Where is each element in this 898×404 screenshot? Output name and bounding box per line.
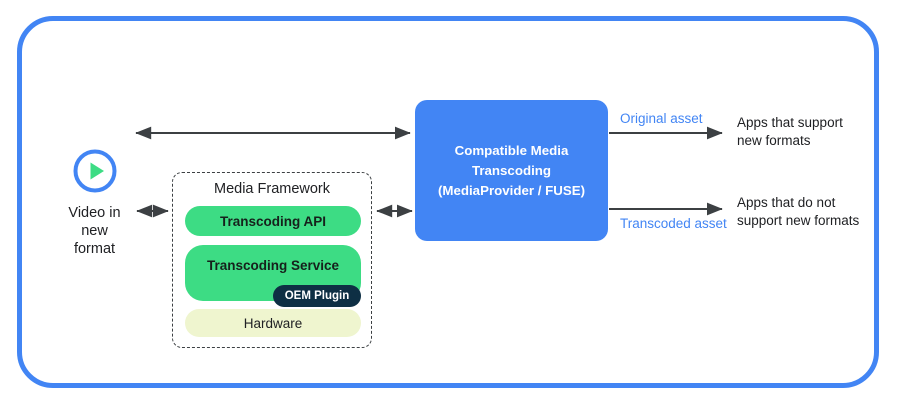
oem-plugin-badge[interactable]: OEM Plugin [273, 285, 361, 307]
play-circle-icon [72, 148, 118, 194]
compatible-media-transcoding-node[interactable]: Compatible Media Transcoding (MediaProvi… [415, 100, 608, 241]
apps-support-new-formats-label: Apps that support new formats [737, 115, 843, 148]
media-framework-title: Media Framework [213, 181, 331, 197]
video-source-label: Video in new format [68, 205, 121, 257]
media-framework-group: Media Framework Transcoding API Transcod… [172, 172, 372, 348]
apps-no-support-new-formats-label: Apps that do not support new formats [737, 195, 860, 228]
transcoding-api-box[interactable]: Transcoding API [185, 206, 361, 236]
transcoded-asset-label: Transcoded asset [620, 216, 727, 231]
original-asset-label: Original asset [620, 111, 703, 126]
video-source-node: Video in new format [42, 148, 147, 258]
hardware-box[interactable]: Hardware [185, 309, 361, 337]
transcoding-service-box[interactable]: Transcoding Service [185, 245, 361, 301]
